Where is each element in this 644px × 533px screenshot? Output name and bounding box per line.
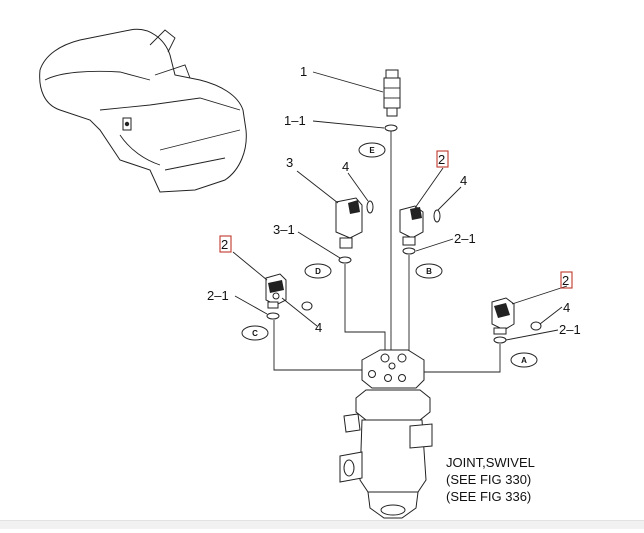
callout-4-right[interactable]: 4	[563, 300, 570, 315]
callout-2-1-right[interactable]: 2–1	[454, 231, 476, 246]
o-ring-2-1-right	[402, 247, 416, 255]
o-ring-3-1	[338, 256, 352, 264]
o-ring-4-left	[301, 301, 313, 311]
callout-2-right[interactable]: 2	[562, 273, 569, 288]
callout-1-1[interactable]: 1–1	[284, 113, 306, 128]
port-connection-lines	[273, 131, 501, 373]
bottom-strip	[0, 520, 644, 529]
swivel-note: JOINT,SWIVEL (SEE FIG 330) (SEE FIG 336)	[446, 455, 535, 504]
callout-2-right-box	[560, 271, 573, 289]
o-ring-4-right	[530, 321, 542, 331]
callout-numbers: 1 1–1 3 4 2 4 3–1 2–1 2 2–1 4 2 4 2–1	[207, 64, 581, 337]
part-2-elbow-left	[265, 273, 287, 309]
machine-overview-sketch	[39, 28, 247, 193]
swivel-joint-body	[339, 349, 433, 519]
port-e-oval	[358, 142, 386, 158]
callout-2-top-box	[436, 150, 449, 168]
port-b-oval	[415, 263, 443, 279]
o-ring-4-right-top	[433, 209, 441, 223]
o-ring-1-1	[384, 124, 398, 132]
part-2-elbow-far-right	[491, 297, 515, 335]
port-d-oval	[304, 263, 332, 279]
leader-lines	[232, 71, 568, 341]
callout-3[interactable]: 3	[286, 155, 293, 170]
callout-1[interactable]: 1	[300, 64, 307, 79]
part-2-elbow-right-upper	[399, 205, 424, 246]
part-1-fitting	[383, 69, 401, 117]
note-line-1: JOINT,SWIVEL	[446, 455, 535, 470]
port-c-label: C	[252, 329, 258, 338]
note-line-2: (SEE FIG 330)	[446, 472, 531, 487]
swivel-location-marker	[124, 121, 130, 127]
callout-2-1-far[interactable]: 2–1	[559, 322, 581, 337]
port-d-label: D	[315, 267, 321, 276]
o-ring-2-1-left	[266, 312, 280, 320]
port-labels: E D B C A	[241, 142, 538, 368]
o-ring-4-top	[366, 200, 374, 214]
o-ring-2-1-far	[493, 336, 507, 344]
callout-4-top[interactable]: 4	[342, 159, 349, 174]
part-3-elbow	[335, 197, 363, 249]
note-line-3: (SEE FIG 336)	[446, 489, 531, 504]
port-a-label: A	[521, 356, 527, 365]
callout-2-left-box	[219, 235, 232, 253]
callout-4-right-top[interactable]: 4	[460, 173, 467, 188]
port-e-label: E	[369, 146, 375, 155]
callout-3-1[interactable]: 3–1	[273, 222, 295, 237]
callout-2-top[interactable]: 2	[438, 152, 445, 167]
port-b-label: B	[426, 267, 432, 276]
callout-4-left[interactable]: 4	[315, 320, 322, 335]
port-c-oval	[241, 325, 269, 341]
port-a-oval	[510, 352, 538, 368]
callout-2-left[interactable]: 2	[221, 237, 228, 252]
callout-2-1-left[interactable]: 2–1	[207, 288, 229, 303]
